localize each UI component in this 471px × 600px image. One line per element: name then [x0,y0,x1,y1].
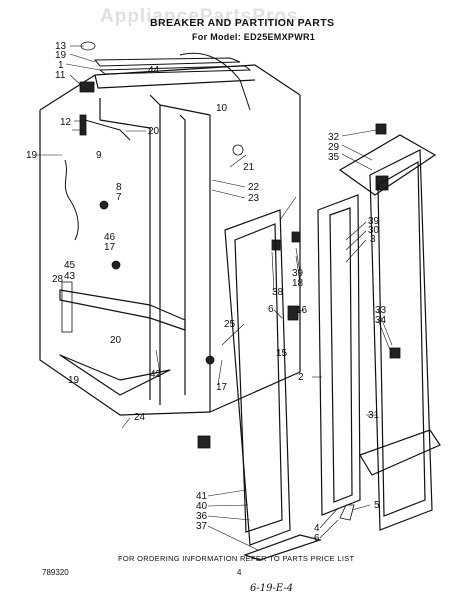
callout-7: 7 [116,192,122,203]
callout-39-right: 39 [368,216,380,227]
callout-15: 15 [276,348,288,359]
callout-37: 37 [196,521,208,532]
callout-34: 34 [375,315,387,326]
callout-43: 43 [64,271,76,282]
callout-39-center: 39 [292,268,304,279]
callout-20-top: 20 [148,126,160,137]
cabinet-liner [39,64,301,416]
callout-40: 40 [196,501,208,512]
callout-25: 25 [224,319,236,330]
callout-19-lower: 19 [68,375,80,386]
center-mullion [317,194,361,516]
document-number: 789320 [42,568,69,577]
callout-44: 44 [148,65,160,76]
callout-22: 22 [248,182,260,193]
callout-42: 42 [150,369,162,380]
callout-8: 8 [116,182,122,193]
callout-1: 1 [58,60,64,71]
callout-2: 2 [298,372,304,383]
callout-9: 9 [96,150,102,161]
callout-41: 41 [196,491,208,502]
callout-19-top: 19 [55,50,67,61]
callout-16: 16 [296,305,308,316]
diagram-title: BREAKER AND PARTITION PARTS [150,17,335,29]
callout-46: 46 [104,232,116,243]
callout-21: 21 [243,162,255,173]
callout-5: 5 [374,500,380,511]
callout-6-lower: 6 [314,533,320,544]
callout-30: 30 [368,225,380,236]
callout-24: 24 [134,412,146,423]
callout-11: 11 [55,70,66,81]
ordering-note: FOR ORDERING INFORMATION REFER TO PARTS … [118,554,355,563]
callout-18: 18 [292,278,304,289]
handwritten-mark: 6-19-E-4 [250,583,294,594]
fresh-food-door-frame [338,134,441,531]
callout-4: 4 [314,523,320,534]
callout-45: 45 [64,260,76,271]
callout-31: 31 [368,410,380,421]
top-trim-strips [93,52,252,111]
callout-19-left: 19 [26,150,38,161]
watermark: AppliancePartsPros [100,6,299,27]
callout-33: 33 [375,305,387,316]
model-label: For Model: ED25EMXPWR1 [192,32,316,42]
callout-20-lower: 20 [110,335,122,346]
callout-13: 13 [55,41,67,52]
callout-10: 10 [216,103,228,114]
wire-harness [64,159,79,241]
callout-38: 38 [272,287,284,298]
callout-3: 3 [370,234,376,245]
leader-lines [36,45,393,551]
callout-32: 32 [328,132,340,143]
callout-29: 29 [328,142,340,153]
callout-35: 35 [328,152,340,163]
callout-36: 36 [196,511,208,522]
callout-17-left: 17 [104,242,116,253]
callout-28: 28 [52,274,64,285]
freezer-door-frame [224,209,323,561]
callout-17-lower: 17 [216,382,228,393]
wire-top [84,119,131,141]
callout-12: 12 [60,117,72,128]
page-number: 4 [237,568,242,577]
callout-6-upper: 6 [268,304,274,315]
callout-23: 23 [248,193,260,204]
